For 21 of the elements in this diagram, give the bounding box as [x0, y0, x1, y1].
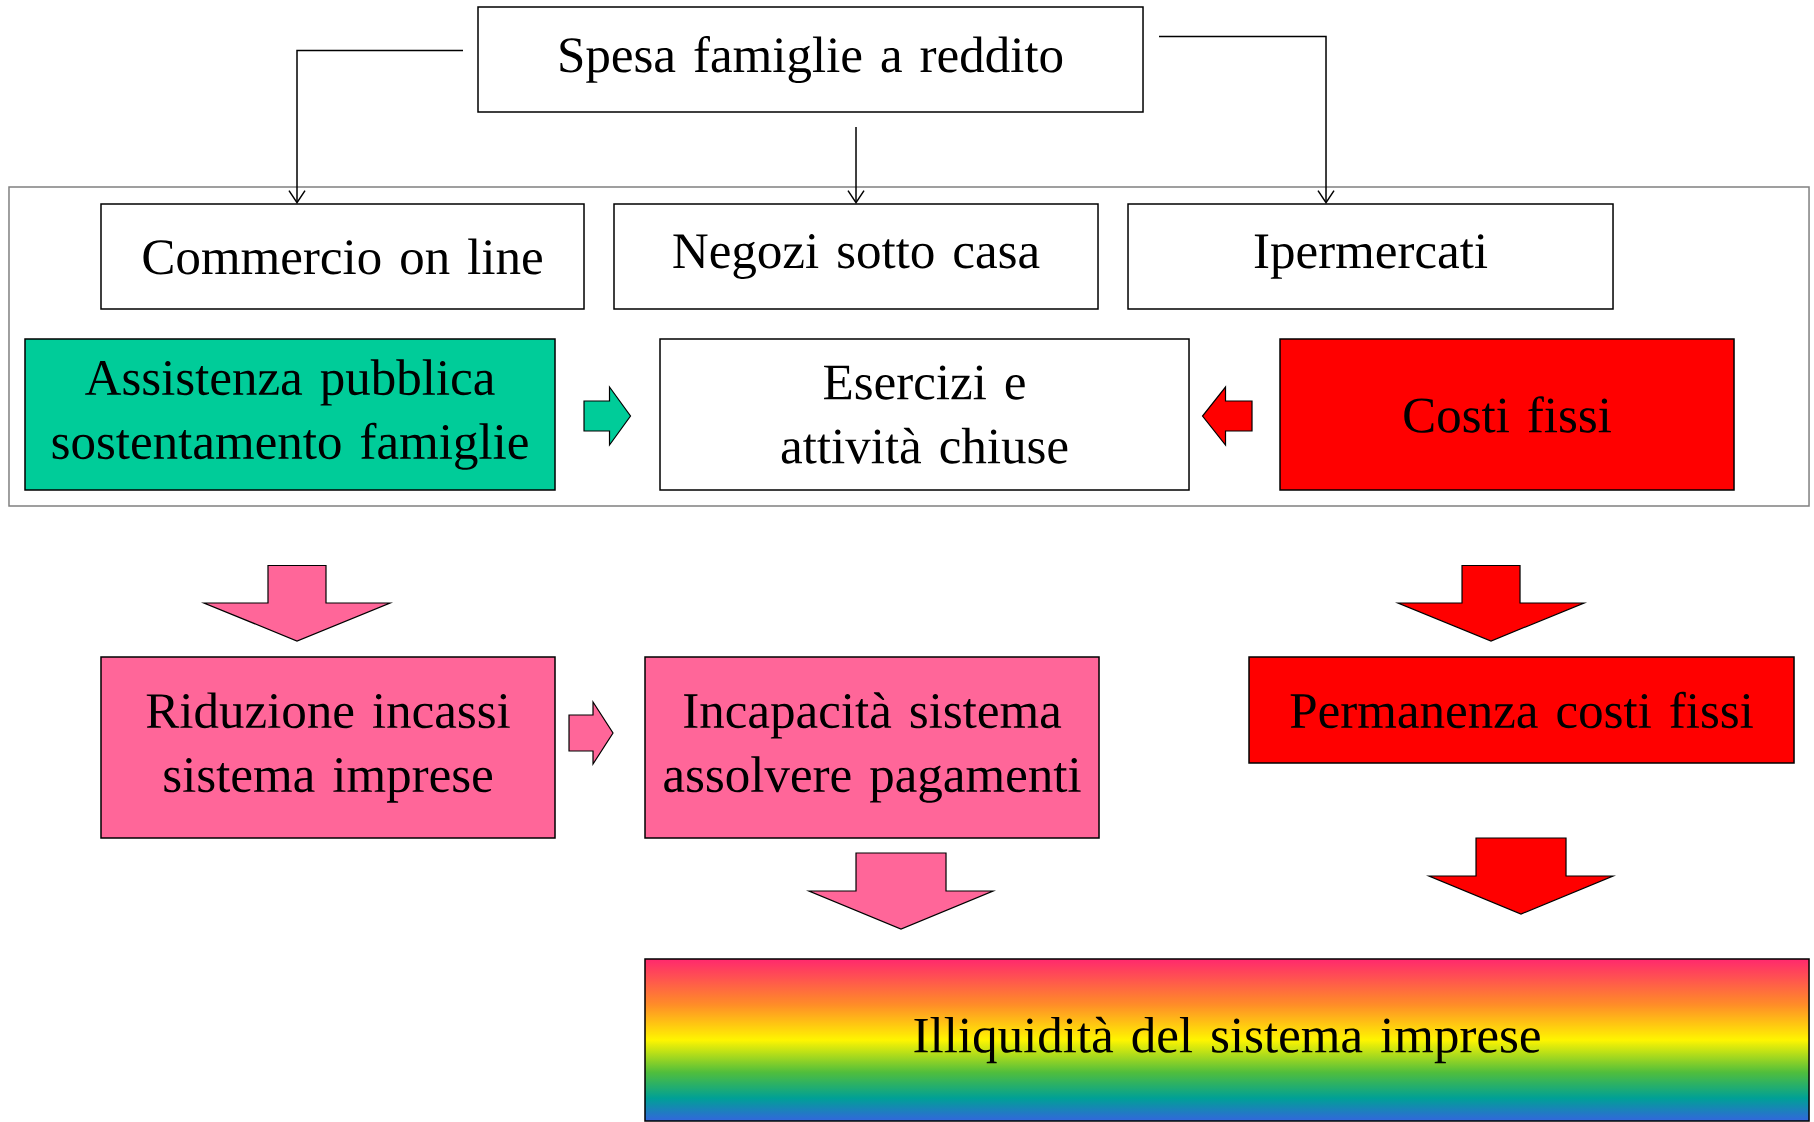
block-arrow [1394, 564, 1588, 642]
block-arrow [568, 699, 614, 767]
block-arrow [583, 385, 632, 447]
block-arrow [1426, 837, 1617, 915]
process-box: Riduzione incassi sistema imprese [100, 656, 556, 839]
process-box: Incapacità sistema assolvere pagamenti [644, 656, 1100, 839]
process-box: Negozi sotto casa [613, 203, 1099, 310]
process-box: Spesa famiglie a reddito [477, 6, 1144, 113]
arrow [288, 49, 464, 204]
block-arrow [1201, 385, 1253, 447]
process-box: Ipermercati [1127, 203, 1614, 310]
process-box: Illiquidità del sistema imprese [644, 958, 1810, 1122]
arrow [1158, 35, 1335, 204]
block-arrow [200, 564, 394, 642]
process-box: Permanenza costi fissi [1248, 656, 1795, 764]
process-box: Costi fissi [1279, 338, 1735, 491]
arrow [847, 126, 865, 204]
process-box: Esercizi e attività chiuse [659, 338, 1190, 491]
process-box: Commercio on line [100, 203, 585, 310]
block-arrow [806, 852, 997, 930]
process-box: Assistenza pubblica sostentamento famiglie [24, 338, 556, 491]
